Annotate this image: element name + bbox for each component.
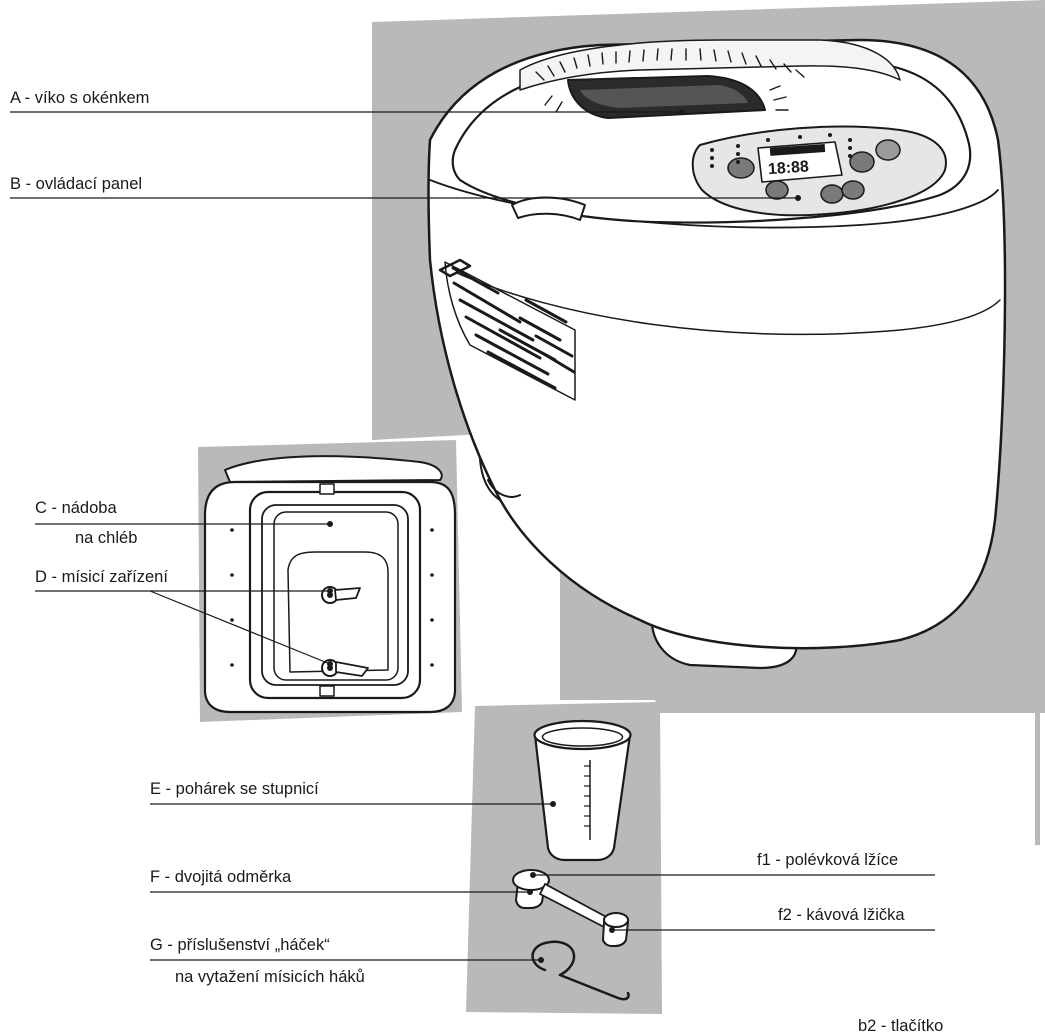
hook-illustration bbox=[531, 940, 630, 1001]
leader-lines bbox=[10, 111, 935, 961]
label-bread-pan: C - nádoba bbox=[35, 499, 117, 517]
leader-dots bbox=[327, 109, 801, 963]
measuring-cup-illustration bbox=[533, 719, 632, 862]
label-hook-accessory-line2: na vytažení mísicích háků bbox=[175, 968, 365, 986]
display-digits: 18:88 bbox=[767, 158, 809, 178]
label-control-panel: B - ovládací panel bbox=[10, 175, 143, 193]
label-measuring-cup: E - pohárek se stupnicí bbox=[150, 780, 319, 798]
bread-pan-illustration bbox=[203, 455, 457, 714]
label-teaspoon: f2 - kávová lžička bbox=[778, 906, 905, 924]
measuring-spoon-illustration bbox=[512, 869, 629, 947]
label-tablespoon: f1 - polévková lžíce bbox=[757, 851, 899, 869]
label-button-b2: b2 - tlačítko bbox=[858, 1017, 944, 1035]
label-bread-pan-line2: na chléb bbox=[75, 529, 138, 547]
label-hook-accessory: G - příslušenství „háček“ bbox=[150, 936, 330, 954]
label-double-measuring-spoon: F - dvojitá odměrka bbox=[150, 868, 292, 886]
label-lid-with-window: A - víko s okénkem bbox=[10, 89, 150, 107]
label-kneading-device: D - mísicí zařízení bbox=[35, 568, 168, 586]
bread-maker-illustration: 18:88 bbox=[427, 38, 1007, 670]
